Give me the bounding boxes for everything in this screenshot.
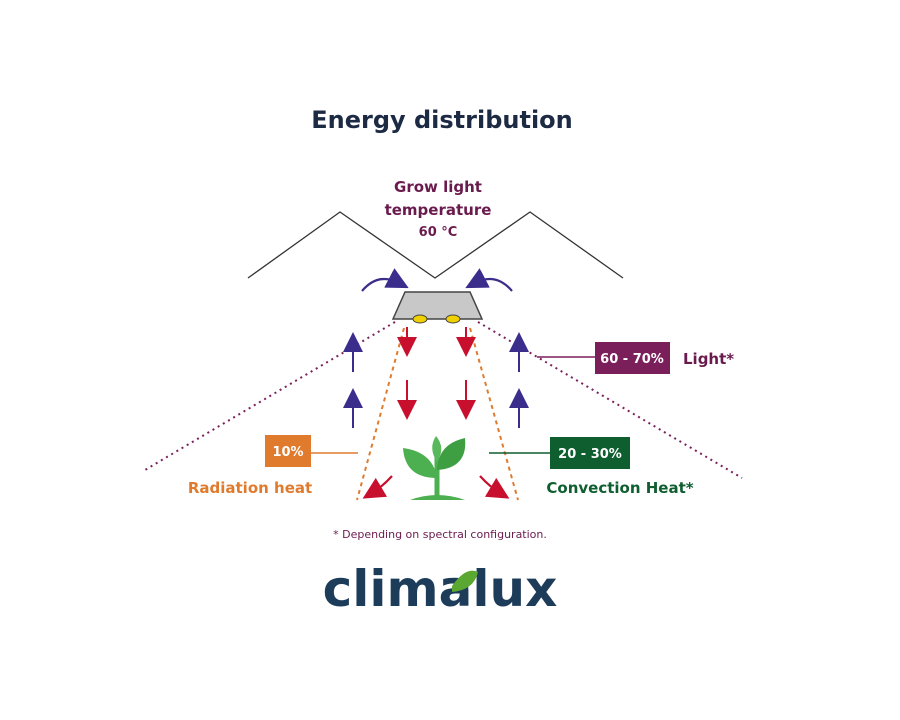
convection-percent-badge <box>550 437 630 469</box>
logo-part3: lux <box>472 560 557 618</box>
light-label: Light* <box>683 350 734 368</box>
radiation-percent: 10% <box>272 445 303 460</box>
radiation-curve-arrow-left <box>362 475 393 499</box>
light-percent-badge <box>595 342 670 374</box>
lamp-temperature: 60 °C <box>419 225 458 240</box>
grow-lamp-icon <box>391 291 484 324</box>
logo-part1: clim <box>323 560 439 618</box>
radiation-percent-badge <box>265 435 311 467</box>
convection-curve-arrow-right <box>465 268 513 292</box>
climalux-logo: climalux <box>323 560 558 618</box>
logo-text: climalux <box>323 560 558 618</box>
lamp-label-line1: Grow light <box>394 178 482 196</box>
radiation-line-left <box>356 327 405 501</box>
radiation-curve-arrow-right <box>479 475 510 499</box>
convection-label: Convection Heat* <box>546 479 693 497</box>
lamp-label-line2: temperature <box>385 201 492 219</box>
plant-icon <box>403 436 466 500</box>
convection-percent: 20 - 30% <box>558 447 622 462</box>
light-percent: 60 - 70% <box>600 352 664 367</box>
radiation-label: Radiation heat <box>188 479 312 497</box>
greenhouse-roof <box>247 211 624 279</box>
leaf-logo-icon <box>452 570 478 592</box>
footnote: * Depending on spectral configuration. <box>333 528 547 541</box>
convection-curve-arrow-left <box>361 268 409 292</box>
radiation-line-right <box>469 327 519 501</box>
diagram-title: Energy distribution <box>311 106 573 134</box>
